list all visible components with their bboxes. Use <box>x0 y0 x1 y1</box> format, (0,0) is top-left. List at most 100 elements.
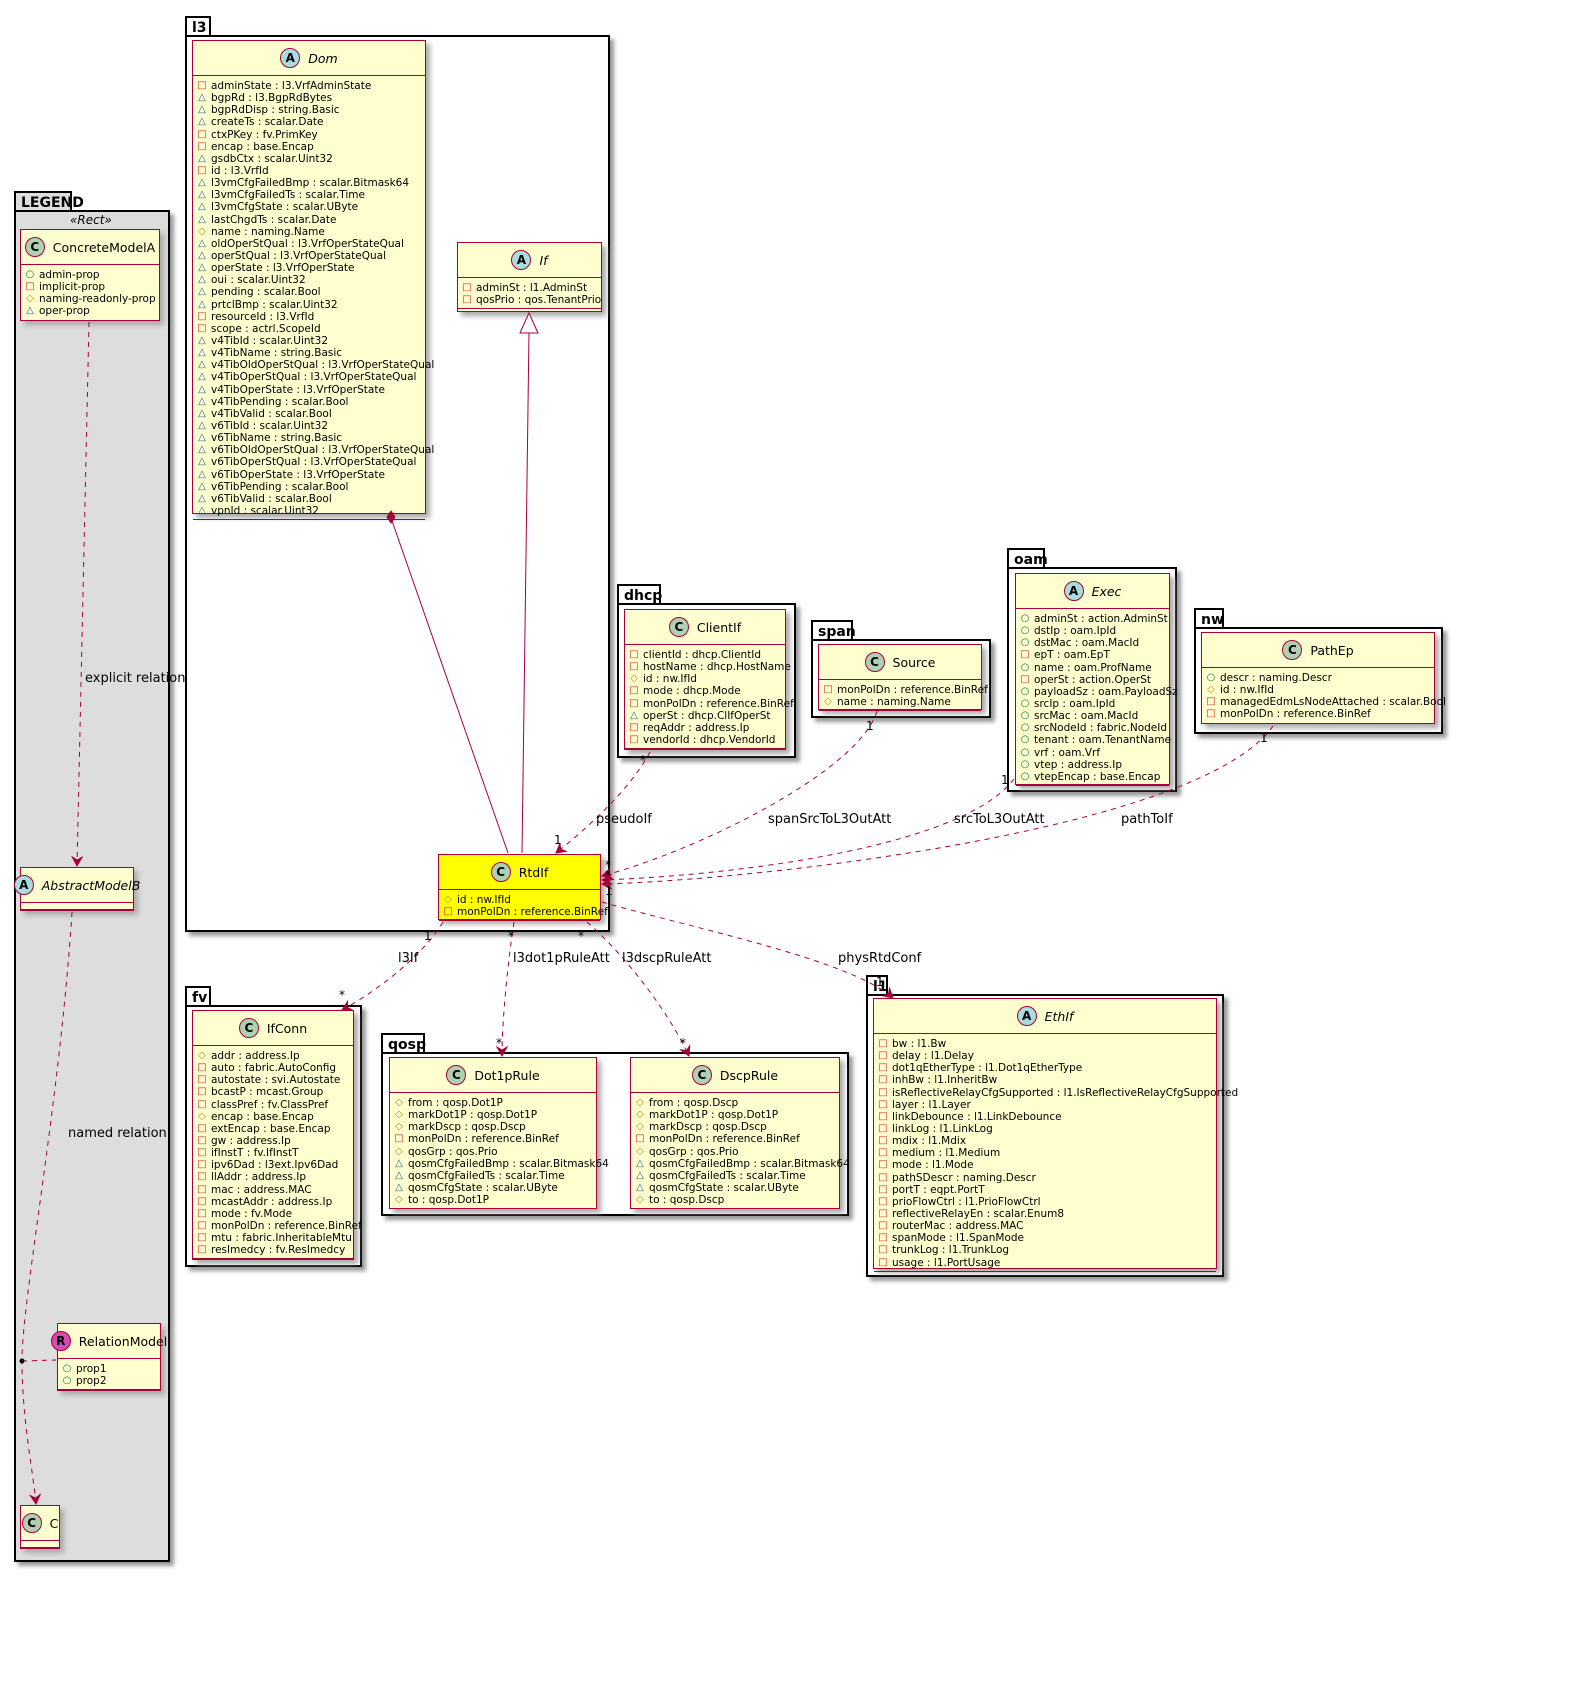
class-name: RtdIf <box>518 864 549 880</box>
attribute-text: delay : l1.Delay <box>892 1050 974 1063</box>
attribute-text: vtep : address.Ip <box>1034 758 1123 771</box>
class-attributes: □adminSt : l1.AdminSt□qosPrio : qos.Tena… <box>458 278 601 308</box>
private-visibility-icon: □ <box>197 1244 207 1256</box>
class-attribute: △operState : l3.VrfOperState <box>197 262 421 274</box>
attribute-text: inhBw : l1.InheritBw <box>892 1074 998 1087</box>
edge-relation-model-link <box>21 1359 57 1362</box>
composition-diamond <box>386 510 396 524</box>
class-attribute: □ipv6Dad : l3ext.Ipv6Dad <box>197 1159 349 1171</box>
class-attributes: ○prop1○prop2 <box>58 1359 160 1389</box>
attribute-text: gsdbCtx : scalar.Uint32 <box>211 152 333 165</box>
generalization-triangle <box>519 311 539 334</box>
class-attribute: ◇name : naming.Name <box>823 696 977 708</box>
package-span <box>811 639 991 718</box>
class-attributes: ◇addr : address.Ip□auto : fabric.AutoCon… <box>193 1046 362 1258</box>
mult-pathtoif-src: 1 <box>1260 731 1268 745</box>
class-attribute: △operStQual : l3.VrfOperStateQual <box>197 250 421 262</box>
attribute-text: autostate : svi.Autostate <box>211 1074 341 1087</box>
private-visibility-icon: □ <box>197 1147 207 1159</box>
class-stereotype-icon: C <box>490 862 511 882</box>
attribute-text: v4TibId : scalar.Uint32 <box>211 335 328 348</box>
class-attribute: □reflectiveRelayEn : scalar.Enum8 <box>878 1208 1212 1220</box>
private-visibility-icon: □ <box>878 1256 888 1268</box>
class-attribute: △qosmCfgState : scalar.UByte <box>394 1182 592 1194</box>
class-attribute: △l3vmCfgFailedBmp : scalar.Bitmask64 <box>197 177 421 189</box>
class-attribute: △bgpRdDisp : string.Basic <box>197 104 421 116</box>
package-visibility-icon: △ <box>198 177 206 189</box>
package-visibility-icon: △ <box>198 298 206 310</box>
attribute-text: monPolDn : reference.BinRef <box>1220 708 1371 721</box>
edge-explicit-relation <box>77 321 90 866</box>
class-attributes: ◇from : qosp.Dscp◇markDot1P : qosp.Dot1P… <box>631 1093 850 1208</box>
attribute-text: v4TibName : string.Basic <box>211 347 343 360</box>
class-attribute: □vendorId : dhcp.VendorId <box>629 734 781 746</box>
private-visibility-icon: □ <box>197 1135 207 1147</box>
attribute-text: tenant : oam.TenantName <box>1034 734 1172 747</box>
private-visibility-icon: □ <box>197 1171 207 1183</box>
attribute-text: qosGrp : qos.Prio <box>408 1145 498 1158</box>
class-attribute: ○descr : naming.Descr <box>1206 672 1430 684</box>
class-methods-separator <box>21 319 159 329</box>
class-attribute: △l3vmCfgState : scalar.UByte <box>197 201 421 213</box>
class-attribute: □monPolDn : reference.BinRef <box>629 698 794 710</box>
class-name: Source <box>892 654 936 670</box>
class-attribute: △qosmCfgState : scalar.UByte <box>635 1182 835 1194</box>
public-visibility-icon: ○ <box>1020 613 1030 625</box>
private-visibility-icon: □ <box>197 322 207 334</box>
class-attribute: □classPref : fv.ClassPref <box>197 1099 349 1111</box>
attribute-text: reflectiveRelayEn : scalar.Enum8 <box>892 1208 1065 1221</box>
attribute-text: qosGrp : qos.Prio <box>649 1145 739 1158</box>
private-visibility-icon: □ <box>197 310 207 322</box>
attribute-text: mode : l1.Mode <box>892 1159 974 1172</box>
public-visibility-icon: ○ <box>1020 625 1030 637</box>
class-methods-separator <box>874 1270 1216 1280</box>
attribute-text: vrf : oam.Vrf <box>1034 746 1101 759</box>
class-name: ClientIf <box>696 619 742 635</box>
public-visibility-icon: ○ <box>1020 746 1030 758</box>
attribute-text: oper-prop <box>39 305 90 318</box>
class-attribute: ○dstIp : oam.IpId <box>1020 625 1165 637</box>
package-visibility-icon: △ <box>198 286 206 298</box>
private-visibility-icon: □ <box>878 1098 888 1110</box>
edge-pseudoif <box>556 751 651 853</box>
attribute-text: l3vmCfgState : scalar.UByte <box>211 201 359 214</box>
edge-srctol3 <box>602 778 1015 880</box>
attribute-text: llAddr : address.Ip <box>211 1171 307 1184</box>
class-header: C RtdIf <box>439 855 600 890</box>
class-methods-separator <box>21 1547 59 1556</box>
protected-visibility-icon: ◇ <box>824 696 832 708</box>
label-srctol3: srcToL3OutAtt <box>954 812 1045 827</box>
class-attribute: □monPolDn : reference.BinRef <box>443 906 608 918</box>
attribute-text: scope : actrl.ScopeId <box>211 322 321 335</box>
class-attributes: □adminState : l3.VrfAdminState△bgpRd : l… <box>193 76 434 519</box>
attribute-text: naming-readonly-prop <box>39 293 156 306</box>
class-attribute: △oldOperStQual : l3.VrfOperStateQual <box>197 238 421 250</box>
mult-l3if-dst: * <box>339 988 345 1002</box>
mult-rtdif-in-2: * <box>605 868 611 882</box>
class-attribute: △vpnId : scalar.Uint32 <box>197 505 421 517</box>
attribute-text: markDscp : qosp.Dscp <box>408 1121 526 1134</box>
class-attribute: △operSt : dhcp.ClIfOperSt <box>629 710 781 722</box>
class-name: IfConn <box>266 1020 308 1036</box>
class-methods-separator <box>58 1389 160 1398</box>
public-visibility-icon: ○ <box>1020 770 1030 782</box>
edge-l3dscp <box>586 921 689 1056</box>
package-visibility-icon: △ <box>198 104 206 116</box>
